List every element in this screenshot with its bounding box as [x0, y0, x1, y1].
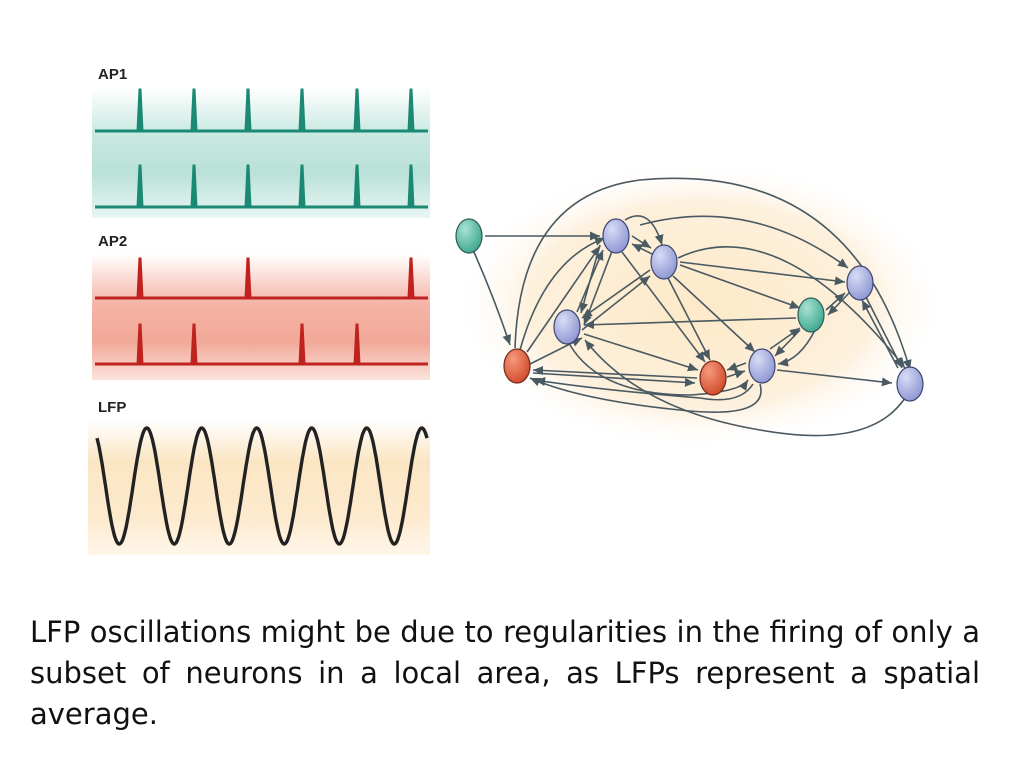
lfp-panel — [88, 420, 430, 555]
spike — [407, 257, 415, 299]
node-teal-left — [455, 218, 483, 254]
figure — [88, 88, 945, 555]
edge — [581, 269, 651, 319]
node-blue-right-bottom — [896, 366, 924, 402]
spike — [190, 323, 198, 365]
node-red-left — [503, 348, 531, 384]
edge — [861, 299, 899, 369]
spike — [244, 88, 252, 132]
spike — [136, 257, 144, 299]
edge — [621, 251, 706, 363]
edge — [583, 317, 797, 330]
edge — [534, 377, 754, 401]
node-blue-lower — [748, 348, 776, 384]
ap1-spike-train-1 — [95, 88, 428, 133]
edge — [529, 377, 762, 413]
ap2-panel — [92, 254, 430, 380]
edge — [569, 344, 749, 396]
edge — [679, 261, 846, 286]
spike — [190, 164, 198, 208]
edge — [631, 243, 655, 256]
node-blue-mid — [650, 244, 678, 280]
edge — [631, 235, 652, 249]
node-blue-left — [553, 309, 581, 345]
edge — [774, 329, 801, 357]
ap1-label: AP1 — [98, 66, 128, 83]
spike — [353, 164, 361, 208]
caption: LFP oscillations might be due to regular… — [30, 615, 980, 731]
ap1-panel — [92, 88, 430, 218]
edge — [583, 333, 699, 372]
edge — [827, 291, 851, 316]
spike — [136, 88, 144, 132]
edge — [584, 339, 906, 437]
edge — [473, 251, 512, 346]
spike — [407, 164, 415, 208]
edge — [519, 237, 606, 351]
spike — [407, 88, 415, 132]
lfp-label: LFP — [98, 399, 127, 416]
spike — [298, 323, 306, 365]
node-teal-right — [797, 297, 825, 333]
edge — [726, 362, 747, 371]
node-blue-top — [602, 218, 630, 254]
edge — [532, 366, 698, 379]
spike — [353, 323, 361, 365]
spike — [136, 164, 144, 208]
node-red-center — [699, 360, 727, 396]
edge — [639, 215, 849, 269]
edge — [776, 369, 893, 387]
ap2-spike-train-2 — [95, 323, 428, 366]
edge — [667, 277, 711, 361]
ap1-spike-train-2 — [95, 164, 428, 209]
lfp-wave — [95, 426, 429, 546]
edge — [624, 215, 664, 246]
edge — [769, 327, 801, 350]
edge — [576, 249, 604, 313]
network-diagram — [455, 160, 945, 450]
ap2-spike-train-1 — [95, 257, 428, 300]
spike — [244, 257, 252, 299]
spike — [136, 323, 144, 365]
spike — [298, 88, 306, 132]
ap2-label: AP2 — [98, 233, 128, 250]
edge — [526, 245, 601, 353]
spike — [353, 88, 361, 132]
spike — [298, 164, 306, 208]
edge — [726, 369, 746, 379]
edge — [532, 372, 696, 387]
spike — [190, 88, 198, 132]
node-blue-right-top — [846, 265, 874, 301]
edge — [672, 275, 756, 353]
spike — [244, 164, 252, 208]
edge — [677, 246, 906, 369]
edge — [777, 329, 816, 367]
edge — [679, 264, 801, 309]
